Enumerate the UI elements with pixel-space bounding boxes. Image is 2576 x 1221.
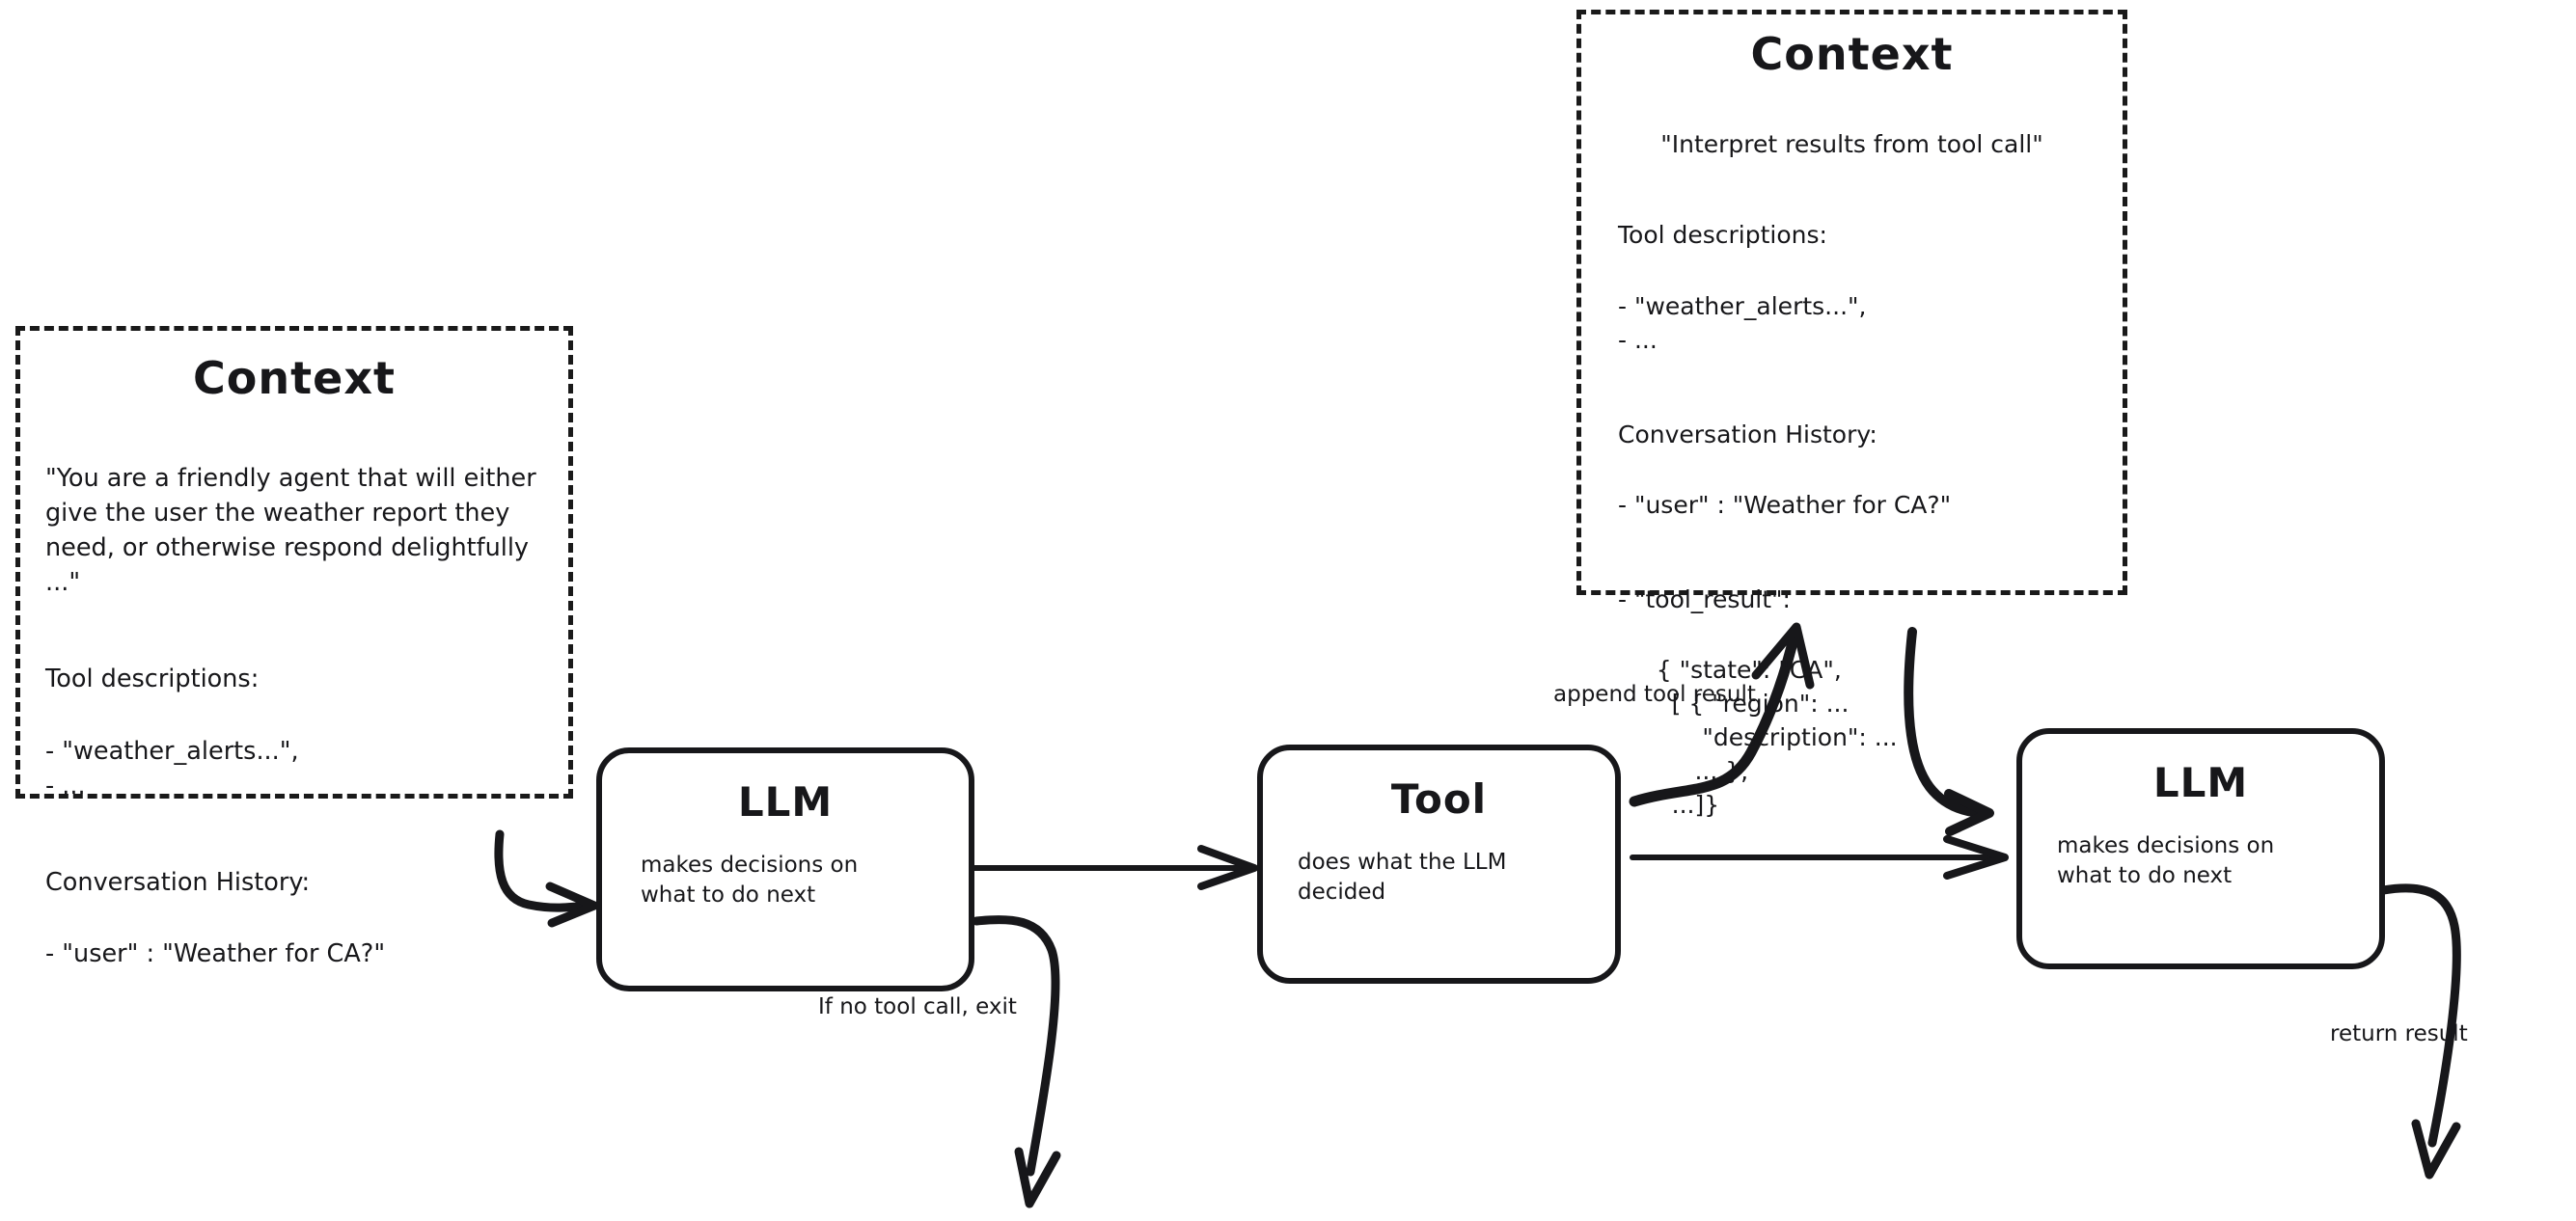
context-right-body: "Interpret results from tool call" Tool … (1601, 93, 2103, 859)
context-right-tool-descriptions-items: - "weather_alerts...", - ... (1618, 291, 1867, 355)
context-right-conversation-user: - "user" : "Weather for CA?" (1618, 491, 1952, 520)
arrow-llm1-to-tool (967, 845, 1258, 890)
node-llm-first-title: LLM (737, 778, 834, 826)
arrow-llm1-exit (972, 915, 1061, 1208)
context-box-left: Context "You are a friendly agent that w… (15, 326, 573, 968)
node-tool-title: Tool (1390, 775, 1488, 823)
context-left-tool-descriptions-items: - "weather_alerts...", - ... (45, 736, 299, 800)
context-left-body: "You are a friendly agent that will eith… (45, 424, 543, 1009)
node-llm-first[interactable]: LLM makes decisions on what to do next (596, 747, 974, 991)
context-left-conversation-heading: Conversation History: (45, 868, 311, 898)
node-llm-second-subtitle: makes decisions on what to do next (2057, 833, 2275, 888)
node-llm-first-subtitle: makes decisions on what to do next (641, 853, 859, 908)
edge-label-if-no-tool-call-exit: If no tool call, exit (818, 994, 1017, 1019)
context-left-title: Context (193, 352, 396, 404)
edge-label-return-result: return result (2330, 1021, 2468, 1046)
context-left-conversation-items: - "user" : "Weather for CA?" (45, 939, 386, 969)
context-box-right: Context "Interpret results from tool cal… (1576, 10, 2127, 819)
context-right-tool-result-body: { "state": "CA", [ { "region": ... "desc… (1656, 656, 1898, 820)
context-left-tool-descriptions-heading: Tool descriptions: (45, 665, 260, 694)
node-llm-second-title: LLM (2152, 759, 2249, 806)
node-tool[interactable]: Tool does what the LLM decided (1257, 745, 1621, 984)
edge-label-append-tool-result: append tool result (1553, 682, 1756, 707)
node-llm-second[interactable]: LLM makes decisions on what to do next (2016, 728, 2385, 969)
context-right-title: Context (1750, 28, 1954, 80)
node-tool-subtitle: does what the LLM decided (1298, 850, 1507, 905)
context-left-system-prompt: "You are a friendly agent that will eith… (45, 463, 544, 598)
context-right-tool-descriptions-heading: Tool descriptions: (1618, 221, 1827, 250)
context-right-lead: "Interpret results from tool call" (1660, 129, 2043, 158)
context-right-conversation-heading: Conversation History: (1618, 420, 1877, 448)
context-right-tool-result-key: - "tool_result": (1618, 584, 1791, 613)
